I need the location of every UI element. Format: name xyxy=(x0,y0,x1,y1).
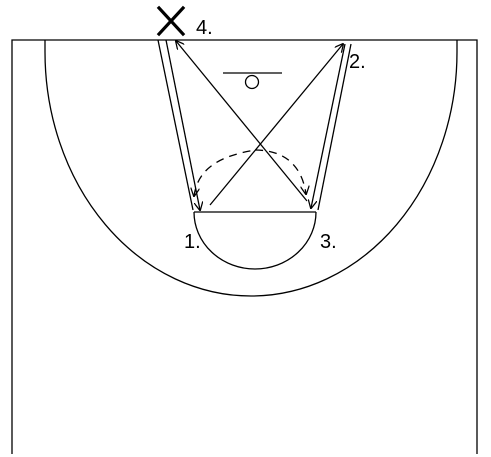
diagonal-3-to-top xyxy=(176,41,308,202)
route-right-outer xyxy=(317,43,352,211)
free-throw-circle xyxy=(193,211,317,270)
court-boundary xyxy=(11,39,478,454)
dashed-pass-right xyxy=(254,149,306,194)
x-mark-icon xyxy=(156,5,186,37)
label-position-1: 1. xyxy=(184,231,201,253)
dashed-pass-left xyxy=(194,149,256,196)
label-position-2: 2. xyxy=(349,51,366,73)
route-right-inner xyxy=(311,43,346,208)
route-left-inner xyxy=(165,39,200,210)
label-position-3: 3. xyxy=(320,231,337,253)
route-left-outer xyxy=(157,39,194,211)
rim xyxy=(244,74,260,90)
label-position-4: 4. xyxy=(196,17,213,39)
three-point-arc xyxy=(44,40,458,297)
diagonal-1-to-2 xyxy=(209,44,343,206)
